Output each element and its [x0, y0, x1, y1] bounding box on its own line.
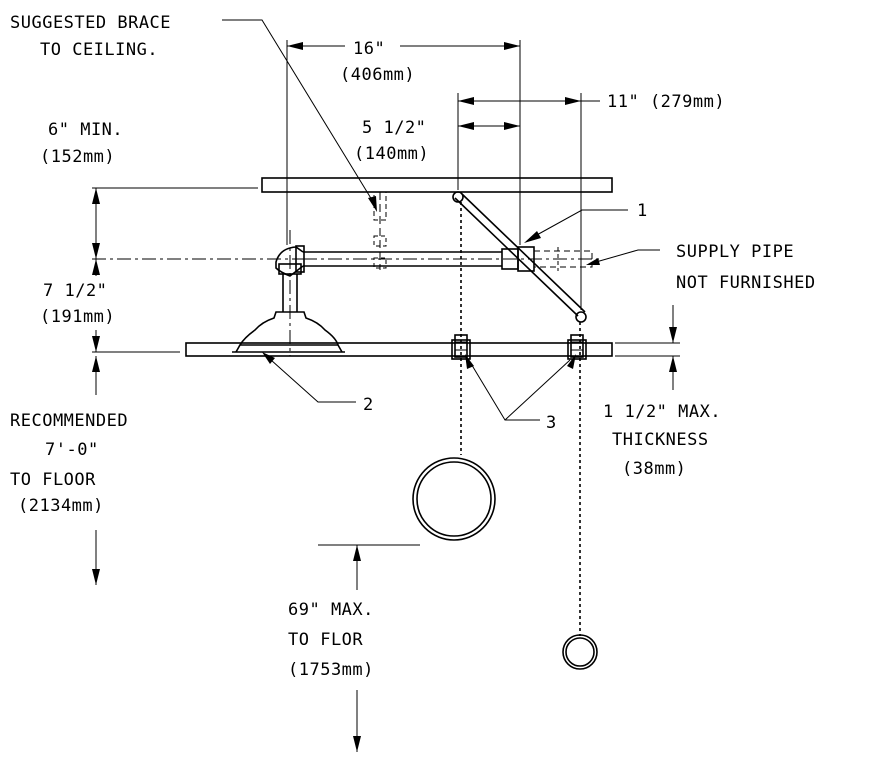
dimension-5half-in [458, 122, 520, 130]
callout-3: 3 [546, 413, 557, 433]
supply-pipe-label-line2: NOT FURNISHED [676, 273, 816, 293]
supply-pipe-label-line1: SUPPLY PIPE [676, 242, 794, 262]
floor-label-line2: 7'-0" [45, 440, 99, 460]
pull-chains [460, 202, 581, 636]
brace-label-line2: TO CEILING. [40, 40, 158, 60]
shower-head-assembly [232, 230, 345, 356]
callout-1: 1 [637, 201, 648, 221]
floor-label-line3: TO FLOOR [10, 470, 96, 490]
callout-2: 2 [363, 395, 374, 415]
max69-label-line2: TO FLOR [288, 630, 363, 650]
thickness-label-line2: THICKNESS [612, 430, 709, 450]
dim-6min-mm-label: (152mm) [40, 147, 115, 167]
dim-16-mm-label: (406mm) [340, 65, 415, 85]
thickness-label-line1: 1 1/2" MAX. [603, 402, 721, 422]
dim-11-label: 11" (279mm) [607, 92, 725, 112]
dimension-69in [318, 544, 420, 752]
dim-5half-inch-label: 5 1/2" [362, 118, 426, 138]
labels: SUGGESTED BRACE TO CEILING. 16" (406mm) … [10, 13, 816, 680]
dim-16-inch-label: 16" [353, 39, 385, 59]
chain-guides [454, 334, 584, 358]
floor-label-line4: (2134mm) [18, 496, 104, 516]
dimension-11in [457, 93, 600, 310]
pull-rod [452, 191, 587, 323]
dimension-thickness [615, 305, 680, 390]
dimension-left-vertical [92, 187, 258, 585]
ceiling-slab [261, 177, 613, 193]
dim-5half-mm-label: (140mm) [354, 144, 429, 164]
dim-7half-inch-label: 7 1/2" [43, 281, 107, 301]
supply-pipe [92, 246, 600, 272]
floor-label-line1: RECOMMENDED [10, 411, 128, 431]
max69-label-line1: 69" MAX. [288, 600, 374, 620]
leader-lines [222, 19, 660, 421]
max69-label-line3: (1753mm) [288, 660, 374, 680]
pull-rings [412, 457, 598, 670]
drop-ceiling [185, 339, 613, 360]
dim-6min-inch-label: 6" MIN. [48, 120, 123, 140]
dimension-16in [286, 40, 521, 245]
brace-label-line1: SUGGESTED BRACE [10, 13, 171, 33]
dim-7half-mm-label: (191mm) [40, 307, 115, 327]
thickness-label-line3: (38mm) [622, 459, 686, 479]
